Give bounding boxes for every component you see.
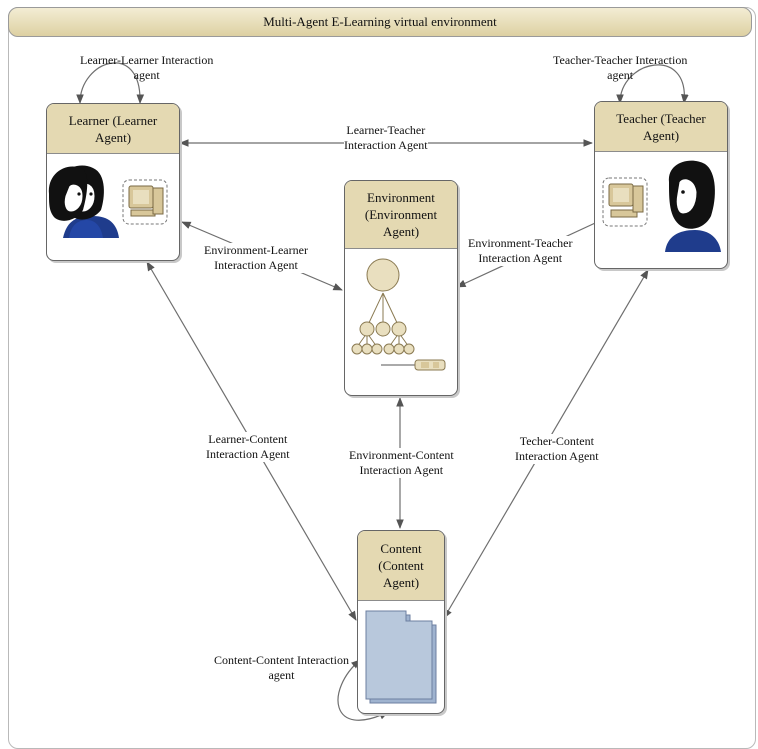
document-icon <box>365 610 437 704</box>
content-agent-card[interactable]: Content (Content Agent) <box>357 530 445 714</box>
learner-learner-loop <box>76 62 145 104</box>
environment-agent-header: Environment (Environment Agent) <box>345 181 457 249</box>
stylus-icon <box>381 359 446 371</box>
computer-icon <box>122 179 168 225</box>
hierarchy-icon <box>351 258 415 355</box>
person-icon <box>48 165 119 238</box>
content-agent-header: Content (Content Agent) <box>358 531 444 601</box>
teacher-agent-card[interactable]: Teacher (Teacher Agent) <box>594 101 728 269</box>
person-icon <box>665 160 721 252</box>
environment-illustration <box>351 258 446 371</box>
environment-agent-card[interactable]: Environment (Environment Agent) <box>344 180 458 396</box>
content-illustration <box>365 610 437 704</box>
learner-agent-header: Learner (Learner Agent) <box>47 104 179 154</box>
teacher-illustration <box>602 160 721 252</box>
diagram-canvas: Multi-Agent E-Learning virtual environme… <box>8 7 756 749</box>
teacher-agent-header: Teacher (Teacher Agent) <box>595 102 727 152</box>
content-content-loop <box>337 659 389 721</box>
computer-icon <box>602 177 648 227</box>
diagram-title: Multi-Agent E-Learning virtual environme… <box>8 7 752 37</box>
teacher-teacher-loop <box>616 64 689 104</box>
learner-agent-card[interactable]: Learner (Learner Agent) <box>46 103 180 261</box>
learner-illustration <box>48 165 168 238</box>
